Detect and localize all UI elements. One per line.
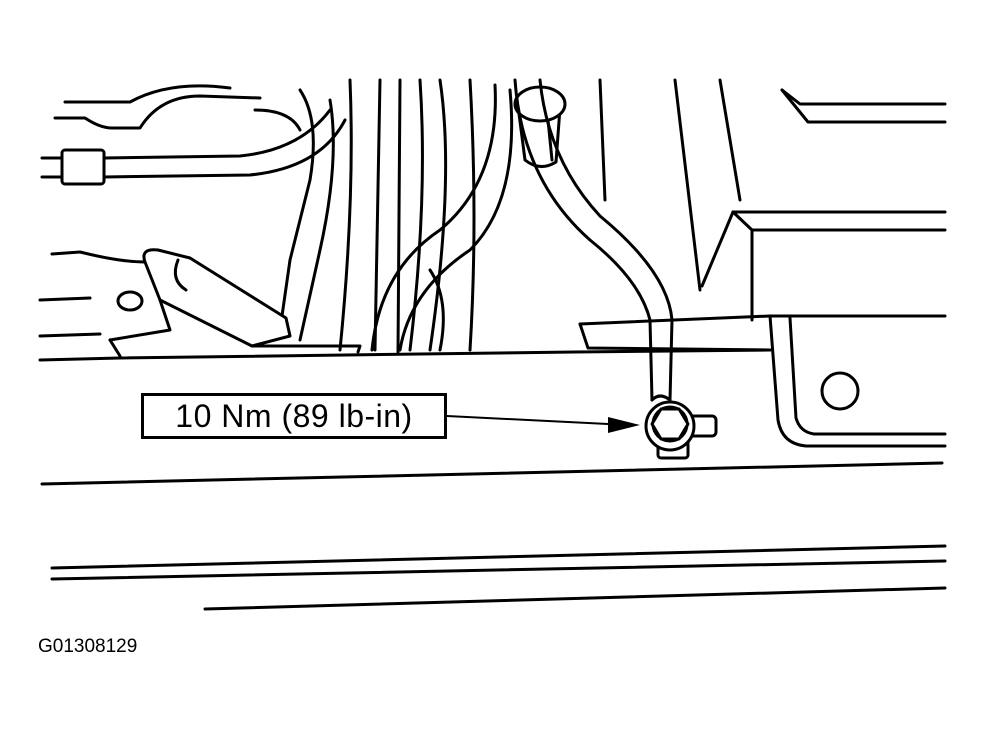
torque-callout-label: 10 Nm (89 lb-in) [175, 397, 413, 434]
figure-id: G01308129 [38, 636, 138, 657]
crossmember-bracket [38, 314, 947, 448]
ground-bolt [644, 400, 718, 460]
torque-callout: 10 Nm (89 lb-in) [141, 393, 447, 439]
left-harness [38, 84, 347, 358]
harness-clamp [108, 248, 362, 354]
wire-bundle [253, 78, 514, 354]
ground-cable [513, 78, 674, 402]
frame-rails [40, 461, 947, 611]
component-block [598, 78, 947, 322]
callout-arrow [446, 415, 640, 433]
